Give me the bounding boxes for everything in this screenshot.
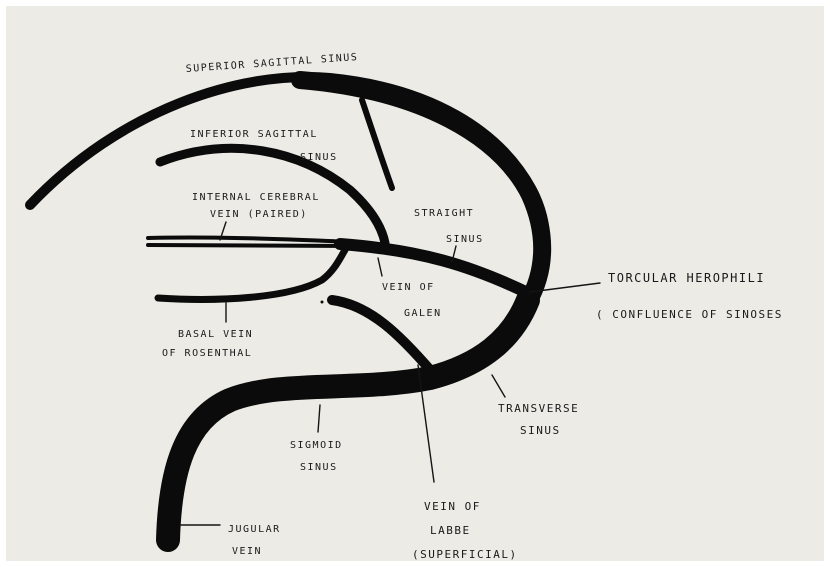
label-basal-vein-of-rosenthal: BASAL VEIN [178,329,253,340]
label-jugular-vein: JUGULAR [228,524,281,535]
label-transverse-sinus: TRANSVERSE [498,402,579,415]
label-transverse-sinus-2: SINUS [520,424,561,437]
label-confluence-of-sinuses: ( CONFLUENCE OF SINOSES [596,308,783,321]
label-straight-sinus-2: SINUS [446,234,484,245]
label-vein-of-labbe-2: LABBE [430,524,471,537]
label-vein-of-galen: VEIN OF [382,282,435,293]
label-sigmoid-sinus-2: SINUS [300,462,338,473]
label-inferior-sagittal-sinus-2: SINUS [300,152,338,163]
label-jugular-vein-2: VEIN [232,546,262,557]
label-inferior-sagittal-sinus: INFERIOR SAGITTAL [190,129,318,140]
label-straight-sinus: STRAIGHT [414,208,474,219]
label-torcular-herophili: TORCULAR HEROPHILI [608,271,765,285]
label-sigmoid-sinus: SIGMOID [290,440,343,451]
labbe-dot [321,301,324,304]
label-basal-vein-of-rosenthal-2: OF ROSENTHAL [162,348,252,359]
label-internal-cerebral-vein: INTERNAL CEREBRAL [192,192,320,203]
label-vein-of-labbe-3: (SUPERFICIAL) [412,548,518,561]
internal-cerebral-vein-lower [148,245,355,246]
label-vein-of-labbe: VEIN OF [424,500,481,513]
label-internal-cerebral-vein-2: VEIN (PAIRED) [210,209,308,220]
label-vein-of-galen-2: GALEN [404,308,442,319]
